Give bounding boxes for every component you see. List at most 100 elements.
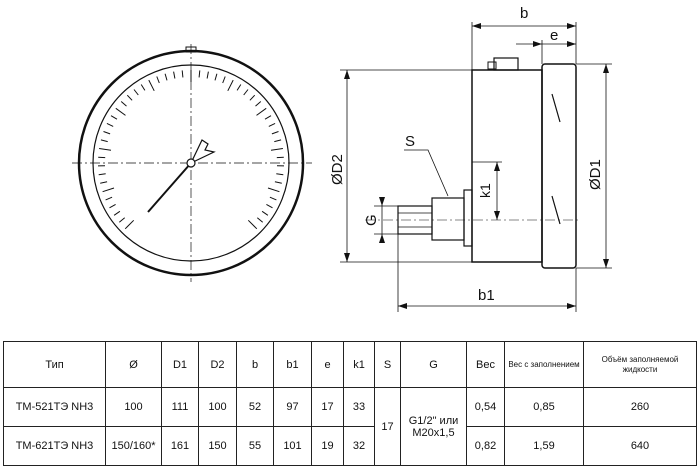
scale-tick	[243, 89, 249, 96]
label-d1: ØD1	[587, 159, 604, 190]
cell-g: G1/2" или M20x1,5	[400, 387, 467, 466]
label-s: S	[405, 133, 415, 150]
fill-plug	[493, 57, 519, 71]
glass-mark-1	[551, 93, 561, 123]
label-k1: k1	[477, 183, 493, 198]
col-header-k1: k1	[343, 341, 375, 388]
col-header-dia: Ø	[105, 341, 162, 388]
label-b1: b1	[478, 287, 495, 304]
scale-tick	[148, 79, 155, 92]
scale-tick	[268, 122, 276, 127]
cell-d1: 161	[161, 426, 199, 466]
scale-tick	[247, 219, 258, 230]
pointer-hub	[186, 158, 196, 168]
scale-tick	[267, 187, 280, 193]
scale-tick	[99, 148, 112, 151]
scale-tick	[236, 84, 242, 91]
col-header-d1: D1	[161, 341, 199, 388]
col-header-s: S	[374, 341, 401, 388]
specification-table: Тип Ø D1 D2 b b1 e k1 S G Вес Вес с запо…	[3, 341, 697, 466]
cell-fill-volume: 260	[583, 387, 697, 427]
col-header-b1: b1	[273, 341, 312, 388]
cell-e: 17	[311, 387, 344, 427]
front-bezel	[541, 63, 577, 269]
scale-tick	[206, 71, 209, 79]
scale-tick	[271, 131, 279, 135]
arrowheads	[344, 23, 609, 309]
scale-tick	[214, 73, 218, 81]
cell-e: 19	[311, 426, 344, 466]
scale-ticks	[97, 70, 285, 230]
cell-d2: 150	[198, 426, 237, 466]
cell-type: ТМ-521ТЭ NH3	[3, 387, 106, 427]
scale-tick	[100, 181, 108, 184]
label-d2: ØD2	[329, 154, 346, 185]
col-header-d2: D2	[198, 341, 237, 388]
pointer-tail	[189, 139, 216, 165]
col-header-g: G	[400, 341, 467, 388]
scale-tick	[276, 173, 284, 176]
wrench-hex	[431, 197, 465, 241]
front-view	[72, 44, 312, 282]
table-row: ТМ-621ТЭ NH3 150/160* 161 150 55 101 19 …	[3, 426, 697, 466]
cell-b: 55	[236, 426, 274, 466]
technical-drawing: b e ØD1 ØD2 S G k1 b1	[72, 5, 612, 312]
cell-weight: 0,82	[466, 426, 505, 466]
scale-tick	[113, 210, 121, 216]
scale-tick	[269, 196, 277, 201]
scale-tick	[126, 94, 133, 101]
cell-fill-volume: 640	[583, 426, 697, 466]
label-g: G	[363, 214, 380, 226]
col-header-weight: Вес	[466, 341, 505, 388]
col-header-weight-filled: Вес с заполнением	[504, 341, 584, 388]
scale-tick	[109, 203, 116, 209]
scale-tick	[120, 101, 127, 107]
cell-weight: 0,54	[466, 387, 505, 427]
col-header-type: Тип	[3, 341, 106, 388]
fill-plug-cap	[487, 61, 497, 70]
scale-tick	[164, 73, 168, 81]
scale-tick	[110, 115, 118, 120]
table-header-row: Тип Ø D1 D2 b b1 e k1 S G Вес Вес с запо…	[3, 341, 697, 388]
scale-tick	[102, 187, 115, 193]
scale-tick	[198, 70, 201, 78]
scale-tick	[98, 173, 106, 176]
cell-dia: 150/160*	[105, 426, 162, 466]
side-view	[365, 57, 580, 269]
cell-weight-filled: 1,59	[504, 426, 584, 466]
scale-tick	[140, 84, 146, 91]
label-e: e	[550, 27, 558, 44]
scale-tick	[133, 89, 139, 96]
scale-tick	[118, 217, 126, 223]
cell-weight-filled: 0,85	[504, 387, 584, 427]
scale-tick	[264, 115, 272, 120]
cell-d2: 100	[198, 387, 237, 427]
fitting-socket	[463, 189, 473, 247]
cell-d1: 111	[161, 387, 199, 427]
scale-tick	[274, 139, 282, 143]
cell-b1: 97	[273, 387, 312, 427]
scale-tick	[270, 148, 283, 151]
leader-s	[404, 149, 449, 197]
scale-tick	[266, 203, 273, 209]
scale-tick	[261, 210, 269, 216]
label-b: b	[520, 5, 528, 22]
scale-tick	[255, 101, 262, 107]
scale-tick	[249, 94, 256, 101]
glass-mark-2	[551, 195, 561, 225]
cell-s: 17	[374, 387, 401, 466]
scale-tick	[100, 139, 108, 143]
scale-tick	[222, 76, 226, 84]
scale-tick	[256, 217, 264, 223]
scale-tick	[227, 79, 234, 92]
cell-k1: 32	[343, 426, 375, 466]
cell-k1: 33	[343, 387, 375, 427]
scale-tick	[115, 107, 126, 116]
table-row: ТМ-521ТЭ NH3 100 111 100 52 97 17 33 17 …	[3, 387, 697, 466]
cell-dia: 100	[105, 387, 162, 427]
dimensions	[340, 22, 612, 312]
col-header-fill-volume: Объём заполняемой жидкости	[583, 341, 697, 388]
scale-tick	[173, 71, 176, 79]
scale-tick	[105, 196, 113, 201]
cell-b: 52	[236, 387, 274, 427]
